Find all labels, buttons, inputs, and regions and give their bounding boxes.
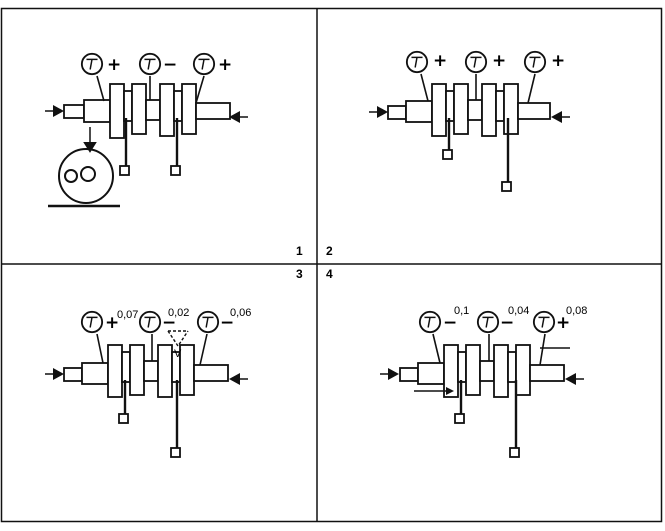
sign-right: + xyxy=(556,313,570,333)
center-arrow-right xyxy=(550,110,571,124)
center-arrow-left xyxy=(44,104,65,118)
center-arrow-right xyxy=(228,110,249,124)
panel-2: + + + 2 xyxy=(326,50,571,258)
dial-gauge-right-icon xyxy=(523,50,547,74)
dial-gauge-center-icon xyxy=(476,310,500,334)
value-left: 0,07 xyxy=(117,309,138,321)
sign-center: − xyxy=(163,55,177,75)
sign-right: + xyxy=(218,55,232,75)
crankshaft xyxy=(63,75,231,176)
sign-center: + xyxy=(492,51,506,71)
sign-left: + xyxy=(107,55,121,75)
panel-number: 1 xyxy=(296,244,303,258)
panel-number: 4 xyxy=(326,267,333,281)
dial-gauge-left-icon xyxy=(418,310,442,334)
v-label: V xyxy=(174,348,182,360)
center-arrow-left xyxy=(44,367,65,381)
value-right: 0,06 xyxy=(230,307,251,319)
panel-4: − − + 0,1 0,04 0,08 4 xyxy=(326,267,587,458)
center-arrow-right xyxy=(564,372,585,386)
dial-gauge-right-icon xyxy=(192,52,216,76)
dial-gauge-center-icon xyxy=(464,50,488,74)
panel-3: V + − − 0,07 0,02 0,06 3 xyxy=(44,267,303,458)
panel-1: + − + 1 xyxy=(44,52,303,258)
sign-left: + xyxy=(433,51,447,71)
center-arrow-left xyxy=(379,367,400,381)
dial-gauge-right-icon xyxy=(196,310,220,334)
panel-number: 3 xyxy=(296,267,303,281)
dial-gauge-right-icon xyxy=(532,310,556,334)
value-center: 0,04 xyxy=(508,305,529,317)
sign-right: − xyxy=(220,313,234,333)
dial-gauge-left-icon xyxy=(80,52,104,76)
crankshaft xyxy=(399,333,570,458)
sign-center: − xyxy=(500,313,514,333)
crankshaft xyxy=(63,333,229,458)
figure-frame xyxy=(0,7,663,523)
value-left: 0,1 xyxy=(454,305,469,317)
dial-gauge-center-icon xyxy=(138,310,162,334)
sign-left: + xyxy=(105,313,119,333)
center-arrow-right xyxy=(228,372,249,386)
sign-center: − xyxy=(162,313,176,333)
value-right: 0,08 xyxy=(566,305,587,317)
v-block xyxy=(167,330,189,348)
dial-gauge-center-icon xyxy=(138,52,162,76)
center-arrow-left xyxy=(368,105,389,119)
value-center: 0,02 xyxy=(168,307,189,319)
dial-gauge-left-icon xyxy=(80,310,104,334)
sign-right: + xyxy=(551,51,565,71)
flywheel xyxy=(48,127,120,208)
panel-number: 2 xyxy=(326,244,333,258)
support-arrow xyxy=(446,387,454,395)
dial-gauge-left-icon xyxy=(405,50,429,74)
sign-left: − xyxy=(443,313,457,333)
crankshaft xyxy=(387,73,551,192)
